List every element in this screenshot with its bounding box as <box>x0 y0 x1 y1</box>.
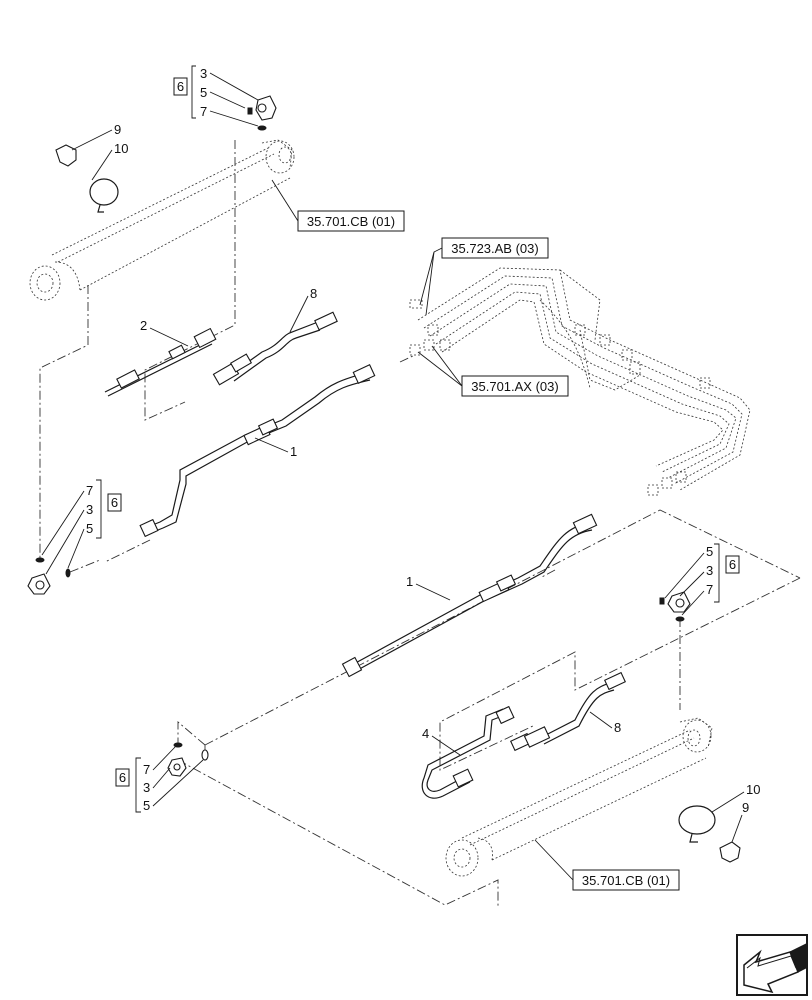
pipe-2 <box>104 327 217 397</box>
svg-text:8: 8 <box>614 720 621 735</box>
fitting-bottom <box>167 742 209 777</box>
cylinder-top-left <box>29 139 295 301</box>
svg-text:35.723.AB (03): 35.723.AB (03) <box>451 241 538 256</box>
kit-item: 3 <box>706 563 713 578</box>
ref-cylinder-bottom: 35.701.CB (01) <box>534 839 680 891</box>
svg-text:4: 4 <box>422 726 429 741</box>
callout-9-top: 9 <box>71 122 121 151</box>
svg-text:35.701.AX (03): 35.701.AX (03) <box>471 379 558 394</box>
kit-item: 5 <box>706 544 713 559</box>
kit-item: 7 <box>86 483 93 498</box>
kit-item: 5 <box>86 521 93 536</box>
kit-item: 7 <box>143 762 150 777</box>
callout-1-bottom: 1 <box>406 574 451 601</box>
kit-box-label: 6 <box>111 495 118 510</box>
kit-right: 6 5 3 7 <box>664 543 740 616</box>
kit-item: 3 <box>86 502 93 517</box>
kit-box-label: 6 <box>729 557 736 572</box>
fitting-right <box>659 591 691 622</box>
kit-item: 7 <box>200 104 207 119</box>
pipe-1-upper <box>139 364 376 538</box>
kit-item: 7 <box>706 582 713 597</box>
kit-box-label: 6 <box>177 79 184 94</box>
kit-item: 5 <box>143 798 150 813</box>
ref-cylinder-top: 35.701.CB (01) <box>271 179 405 232</box>
valve-block-pipes <box>409 267 751 496</box>
callout-10-bottom: 10 <box>711 782 760 813</box>
svg-text:1: 1 <box>406 574 413 589</box>
svg-text:35.701.CB (01): 35.701.CB (01) <box>582 873 670 888</box>
pipe-4 <box>421 705 515 799</box>
svg-text:35.701.CB (01): 35.701.CB (01) <box>307 214 395 229</box>
kit-item: 3 <box>200 66 207 81</box>
clamp-top <box>55 144 119 213</box>
kit-top: 6 3 5 7 <box>173 65 259 127</box>
ref-valve-block: 35.723.AB (03) <box>419 237 549 316</box>
svg-text:8: 8 <box>310 286 317 301</box>
clamp-bottom <box>678 805 741 863</box>
callout-8-bottom: 8 <box>589 711 621 735</box>
kit-item: 5 <box>200 85 207 100</box>
kit-item: 3 <box>143 780 150 795</box>
pipe-1-lower <box>341 513 598 678</box>
kit-left: 6 7 3 5 <box>41 479 122 575</box>
hose-8-upper <box>212 311 338 386</box>
svg-text:1: 1 <box>290 444 297 459</box>
callout-4: 4 <box>422 726 461 756</box>
callout-1-top: 1 <box>254 437 297 459</box>
cylinder-bottom-right <box>445 717 713 877</box>
svg-text:10: 10 <box>746 782 760 797</box>
fitting-top <box>247 95 277 131</box>
kit-bottom: 6 7 3 5 <box>115 745 204 813</box>
svg-text:2: 2 <box>140 318 147 333</box>
fitting-left <box>27 557 71 595</box>
svg-text:10: 10 <box>114 141 128 156</box>
svg-text:9: 9 <box>742 800 749 815</box>
callout-8-top: 8 <box>289 286 317 333</box>
kit-box-label: 6 <box>119 770 126 785</box>
callout-2: 2 <box>140 318 189 347</box>
hose-8-lower <box>509 671 627 752</box>
callout-9-bottom: 9 <box>731 800 749 843</box>
callout-10-top: 10 <box>91 141 128 181</box>
svg-text:9: 9 <box>114 122 121 137</box>
ref-lines-upper: 35.701.AX (03) <box>417 345 569 397</box>
arrow-icon[interactable] <box>736 934 808 996</box>
